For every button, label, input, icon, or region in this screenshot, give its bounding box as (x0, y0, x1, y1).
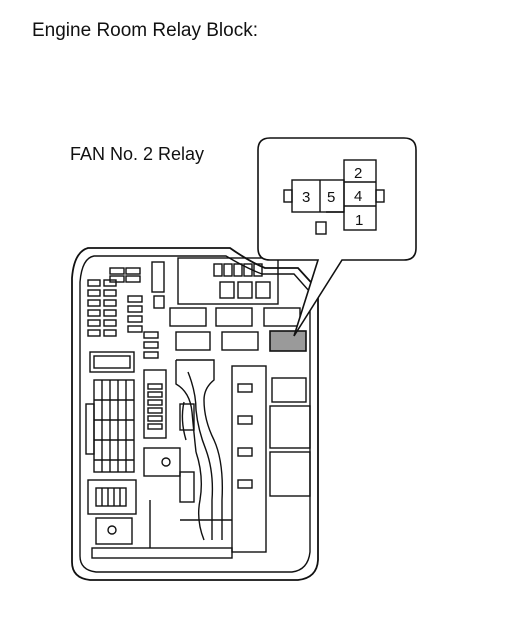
relay-connector-pinout (283, 159, 385, 235)
top-connector (151, 257, 279, 309)
pin-1-label: 1 (355, 212, 363, 229)
mini-fuse-column-middle (127, 295, 159, 359)
right-fuse-column (231, 365, 311, 553)
wiring-harness (175, 359, 224, 541)
fan-no2-relay-slot (269, 330, 307, 352)
diagram-title: Engine Room Relay Block: (32, 20, 258, 41)
pin-5-label: 5 (327, 189, 335, 206)
mini-fuse-column-left (87, 267, 141, 337)
callout-bubble (257, 137, 417, 337)
pin-4-label: 4 (354, 188, 362, 205)
pin-2-label: 2 (354, 165, 362, 182)
relay-label: FAN No. 2 Relay (70, 144, 205, 164)
pin-3-label: 3 (302, 189, 310, 206)
fuse-strip (143, 369, 167, 439)
lower-connectors (87, 403, 233, 559)
large-fuse-block (85, 351, 135, 473)
relay-block-housing (71, 247, 319, 581)
